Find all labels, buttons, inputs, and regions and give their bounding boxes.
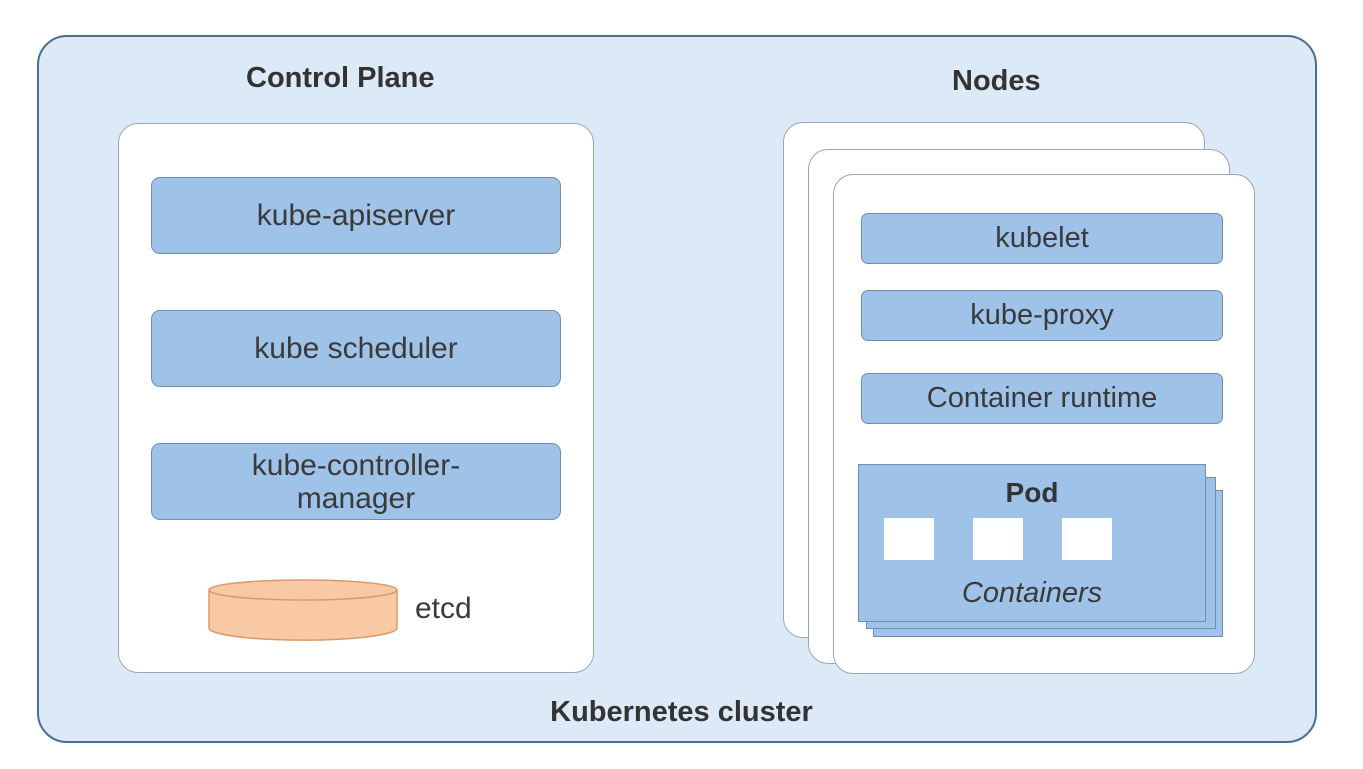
kube-proxy-box: kube-proxy xyxy=(861,290,1223,341)
containers-label: Containers xyxy=(961,577,1103,609)
pod-title: Pod xyxy=(1005,477,1059,508)
pod: Pod Containers xyxy=(858,464,1206,622)
nodes-title: Nodes xyxy=(952,65,1041,97)
etcd-label: etcd xyxy=(415,592,472,625)
kube-controller-manager-box: kube-controller- manager xyxy=(151,443,561,520)
control-plane-title: Control Plane xyxy=(246,62,435,94)
kube-scheduler-box: kube scheduler xyxy=(151,310,561,387)
container-runtime-box: Container runtime xyxy=(861,373,1223,424)
kube-apiserver-box: kube-apiserver xyxy=(151,177,561,254)
container-box xyxy=(1062,518,1112,560)
cluster-label: Kubernetes cluster xyxy=(550,696,813,728)
container-box xyxy=(973,518,1023,560)
database-cylinder-icon xyxy=(208,579,398,641)
container-box xyxy=(884,518,934,560)
kubelet-box: kubelet xyxy=(861,213,1223,264)
